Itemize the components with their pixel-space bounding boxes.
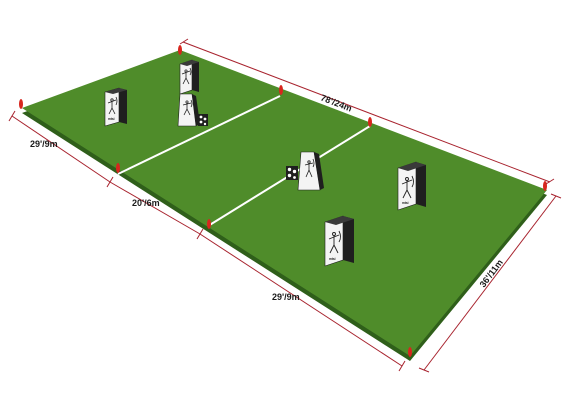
target-tent <box>177 93 208 127</box>
brand-mark: mtsi <box>108 117 115 121</box>
dimension-label-left-zone: 29'/9m <box>30 139 58 149</box>
dimension-line-left-zone <box>11 115 111 183</box>
boundary-marker <box>543 181 547 191</box>
dimension-line-length <box>182 41 551 183</box>
boundary-marker <box>207 219 211 229</box>
dot-target-icon <box>198 114 208 126</box>
dot-target-icon <box>286 166 298 180</box>
boundary-marker <box>279 85 283 95</box>
archer-figure-icon <box>304 158 315 178</box>
playing-field <box>22 50 547 361</box>
dimension-line-right-zone <box>199 233 403 367</box>
boundary-marker <box>116 163 120 173</box>
target-block: mtsi <box>397 161 426 211</box>
archer-figure-icon <box>182 99 193 116</box>
dimension-lines <box>8 38 562 373</box>
turf <box>22 50 547 356</box>
boundary-marker <box>368 117 372 127</box>
target-block <box>179 59 199 95</box>
dimension-line-width <box>423 195 557 371</box>
brand-mark: mtsi <box>329 257 336 261</box>
archer-figure-icon <box>181 67 192 85</box>
boundary-marker <box>178 45 182 55</box>
dimension-label-right-zone: 29'/9m <box>272 292 300 302</box>
target-tent <box>286 151 324 191</box>
archer-figure-icon <box>401 175 414 199</box>
boundary-marker <box>19 99 23 109</box>
target-block: mtsi <box>104 87 127 127</box>
archer-figure-icon <box>107 96 118 115</box>
archer-figure-icon <box>328 230 341 254</box>
brand-mark: mtsi <box>402 201 409 205</box>
target-block: mtsi <box>324 215 354 267</box>
boundary-marker <box>408 347 412 357</box>
dimension-label-middle-zone: 20'/6m <box>132 198 160 208</box>
dimension-line-middle-zone <box>109 181 201 235</box>
shooting-line-1 <box>117 95 281 175</box>
